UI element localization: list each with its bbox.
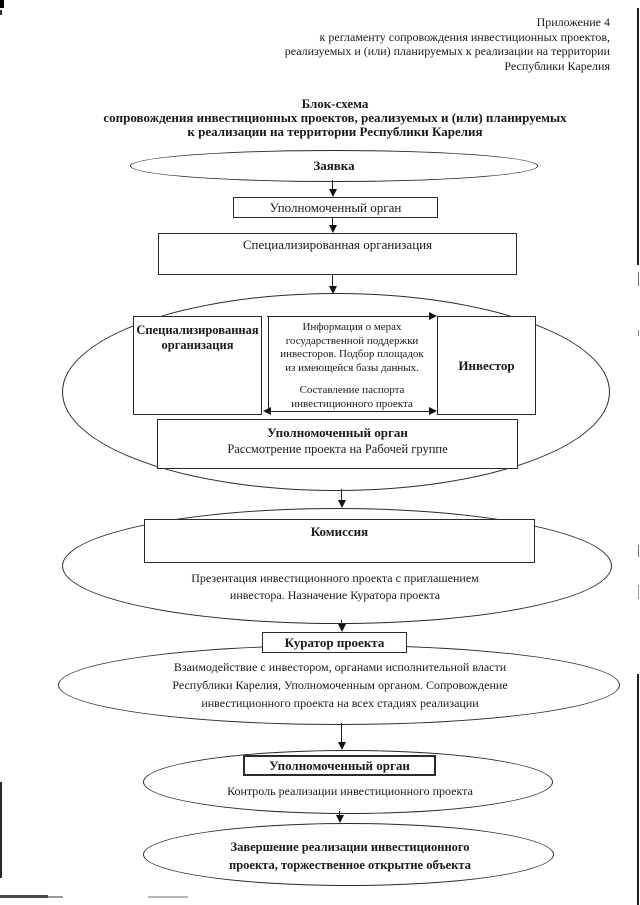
support-info-text: Информация о мерах государственной подде… (270, 321, 434, 411)
commission-stage-ellipse (62, 508, 612, 624)
node-authorized-body-1-label: Уполномоченный орган (269, 199, 402, 215)
connector-line (267, 316, 429, 317)
arrow-down-icon (329, 189, 337, 197)
completion-label: Завершение реализации инвестиционного пр… (120, 838, 580, 874)
page-title-line: к реализации на территории Республики Ка… (187, 124, 483, 139)
label-line: организация (161, 338, 234, 352)
scan-artifact (48, 896, 63, 898)
completion-stage-ellipse (143, 823, 554, 886)
arrow-down-icon (336, 815, 344, 823)
scan-artifact (0, 10, 2, 15)
node-commission: Комиссия (144, 519, 535, 563)
annex-note: Приложение 4 к регламенту сопровождения … (130, 15, 610, 73)
scan-artifact (0, 782, 2, 878)
desc-line: инвестора. Назначение Куратора проекта (229, 588, 441, 602)
page-title-line: Блок-схема (301, 96, 369, 111)
node-specialized-org-wide: Специализированная организация (158, 233, 517, 275)
info-line: Составление паспорта (299, 384, 405, 396)
node-investor-label: Инвестор (458, 357, 515, 373)
annex-note-line: реализуемых и (или) планируемых к реализ… (284, 44, 610, 58)
scan-artifact (637, 8, 639, 265)
connector-line (341, 489, 342, 501)
completion-line: Завершение реализации инвестиционного (230, 840, 470, 854)
connector-line (332, 180, 333, 190)
connector-line (339, 811, 340, 816)
label-line: Специализированная (136, 323, 259, 337)
info-line: из имеющейся базы данных. (285, 361, 419, 374)
scan-artifact (638, 585, 639, 599)
node-authorized-body-2-subtitle: Рассмотрение проекта на Рабочей группе (227, 442, 448, 456)
completion-line: проекта, торжественное открытие объекта (229, 858, 471, 872)
arrow-down-icon (329, 286, 337, 294)
page-title: Блок-схема сопровождения инвестиционных … (15, 97, 640, 139)
node-specialized-org-inner: Специализированная организация (133, 316, 262, 415)
node-authorized-body-3-label: Уполномоченный орган (269, 757, 410, 773)
info-line: инвесторов. Подбор площадок (280, 348, 424, 360)
info-line: инвестиционного проекта (291, 397, 413, 410)
desc-line: инвестиционного проекта на всех стадиях … (201, 696, 479, 710)
page-title-line: сопровождения инвестиционных проектов, р… (103, 110, 567, 125)
scan-artifact (0, 0, 4, 8)
node-specialized-org-inner-label: Специализированная организация (134, 317, 261, 353)
info-line: Информация о мерах (302, 321, 402, 333)
annex-note-line: к регламенту сопровождения инвестиционны… (319, 29, 610, 44)
scan-artifact (148, 896, 188, 898)
scan-artifact (638, 330, 639, 336)
support-stage-ellipse (62, 293, 610, 491)
annex-note-line: Республики Карелия (504, 58, 610, 73)
connector-line (332, 275, 333, 287)
commission-desc: Презентация инвестиционного проекта с пр… (105, 570, 565, 604)
connector-line (271, 411, 429, 412)
control-desc: Контроль реализации инвестиционного прое… (227, 784, 473, 798)
node-authorized-body-2: Уполномоченный орган Рассмотрение проект… (157, 419, 518, 469)
node-authorized-body-2-title: Уполномоченный орган (267, 425, 408, 440)
node-curator: Куратор проекта (262, 632, 407, 653)
node-curator-label: Куратор проекта (284, 634, 385, 650)
node-authorized-body-1: Уполномоченный орган (233, 197, 438, 218)
arrow-right-icon (429, 407, 437, 415)
connector-line (341, 723, 342, 743)
node-commission-label: Комиссия (310, 524, 369, 539)
node-investor: Инвестор (437, 316, 536, 415)
scan-artifact (638, 545, 639, 557)
arrow-down-icon (329, 225, 337, 233)
arrow-down-icon (338, 624, 346, 632)
arrow-down-icon (338, 500, 346, 508)
info-line: государственной поддержки (285, 334, 419, 347)
arrow-left-icon (263, 407, 271, 415)
scan-artifact (637, 674, 639, 905)
node-application: Заявка (130, 150, 538, 182)
connector-line (332, 218, 333, 226)
scan-artifact (0, 895, 48, 898)
node-application-label: Заявка (313, 158, 355, 173)
annex-note-line: Приложение 4 (536, 15, 610, 29)
node-specialized-org-wide-label: Специализированная организация (242, 237, 433, 252)
desc-line: Республики Карелия, Уполномоченным орган… (172, 678, 508, 692)
connector-line (341, 620, 342, 626)
curator-desc: Взаимодействие с инвестором, органами ис… (90, 658, 590, 712)
arrow-down-icon (338, 742, 346, 750)
arrow-right-icon (429, 312, 437, 320)
connector-line (268, 317, 269, 411)
desc-line: Взаимодействие с инвестором, органами ис… (173, 660, 507, 674)
node-authorized-body-3: Уполномоченный орган (243, 755, 436, 776)
scan-artifact (638, 272, 639, 286)
desc-line: Презентация инвестиционного проекта с пр… (191, 571, 479, 585)
control-stage-ellipse (143, 750, 553, 814)
